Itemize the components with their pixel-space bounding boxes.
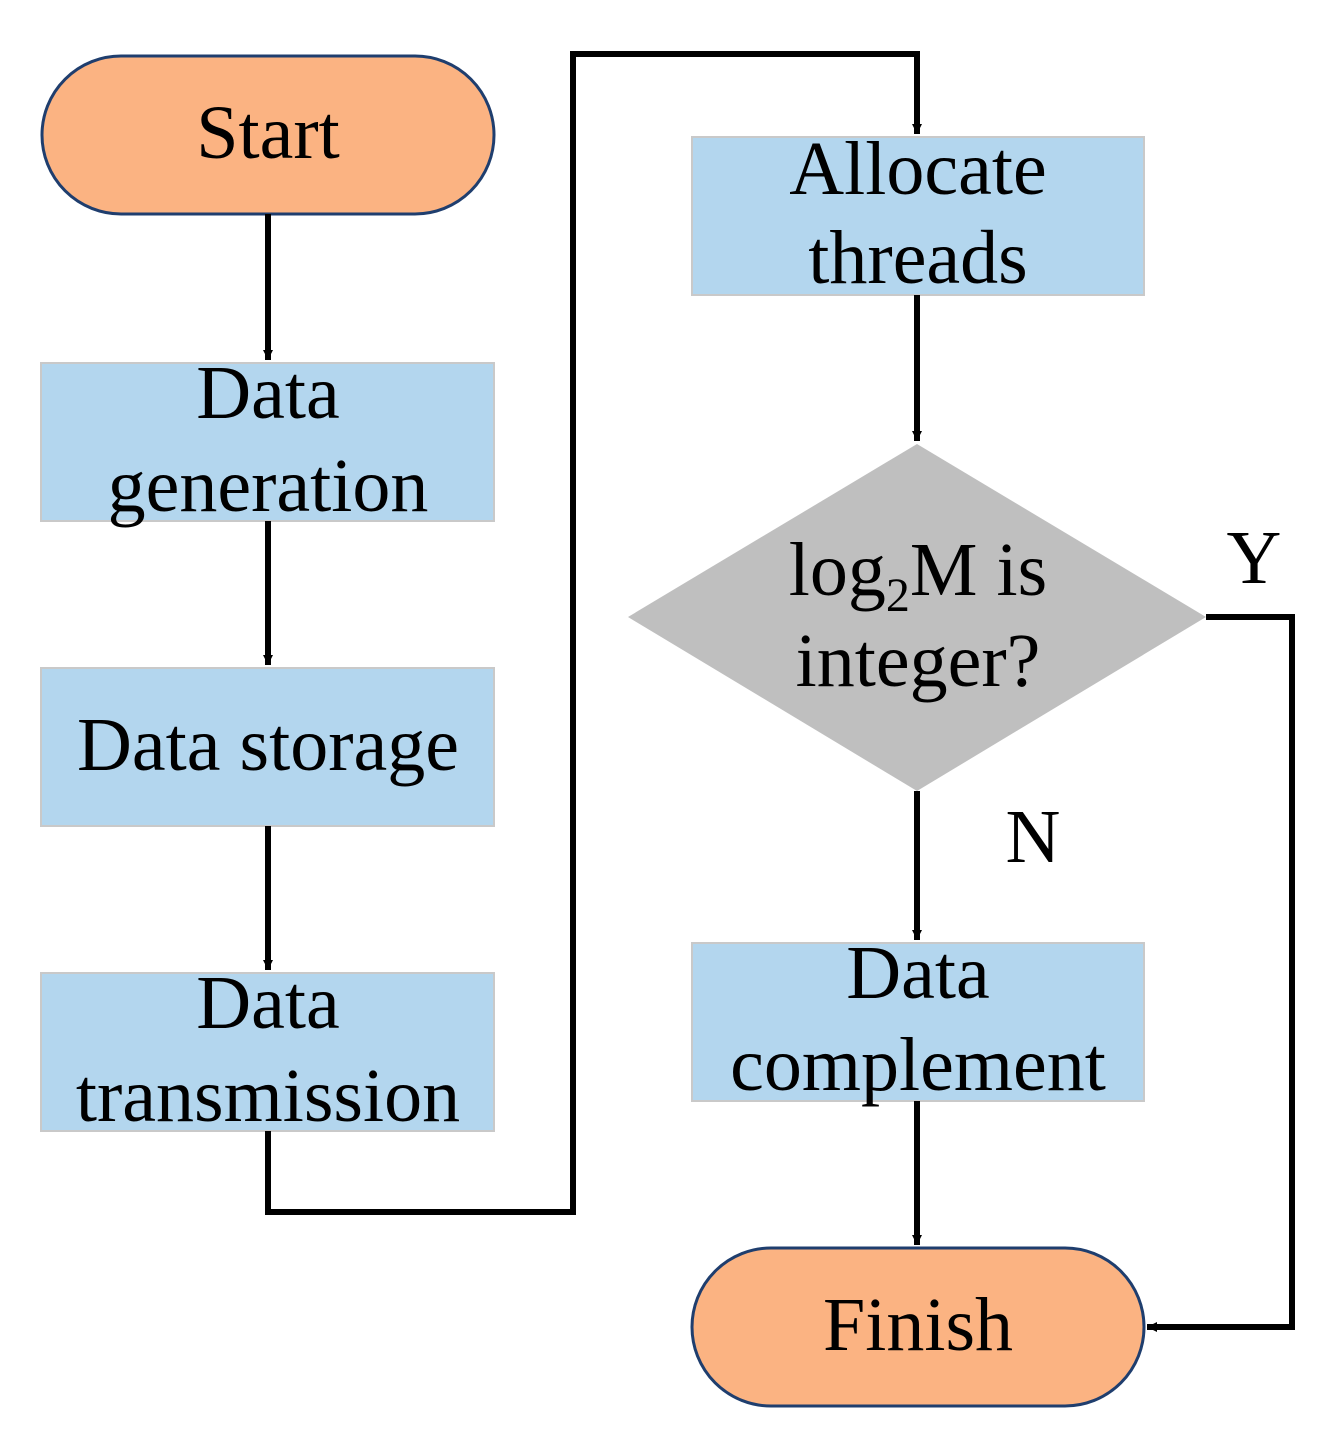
data-storage-label: Data storage [77, 703, 459, 787]
allocate-threads-label-line2: threads [808, 216, 1027, 300]
finish-terminal [690, 1246, 1146, 1408]
start-label: Start [196, 91, 340, 175]
decision-label-line2: integer? [796, 619, 1041, 703]
allocate-threads-label-line1: Allocate [789, 127, 1046, 211]
data-complement-label-line1: Data [846, 931, 989, 1015]
decision-label-line1: log2M is [789, 528, 1047, 622]
decision-diamond [628, 444, 1206, 791]
allocate-threads-box [691, 136, 1145, 296]
yes-branch-label: Y [1227, 516, 1282, 600]
data-generation-box [40, 362, 495, 522]
data-complement-label-line2: complement [730, 1023, 1106, 1107]
data-storage-box [40, 667, 495, 827]
arrow-transmission-to-allocate [265, 51, 922, 1215]
data-transmission-label-line1: Data [196, 961, 339, 1045]
data-transmission-label-line2: transmission [76, 1054, 460, 1138]
no-branch-label: N [1006, 795, 1061, 879]
data-generation-label-line2: generation [108, 444, 429, 528]
finish-label: Finish [823, 1283, 1013, 1367]
data-generation-label-line1: Data [196, 351, 339, 435]
arrow-decision-yes-to-finish [1147, 614, 1295, 1332]
data-transmission-box [40, 972, 495, 1132]
